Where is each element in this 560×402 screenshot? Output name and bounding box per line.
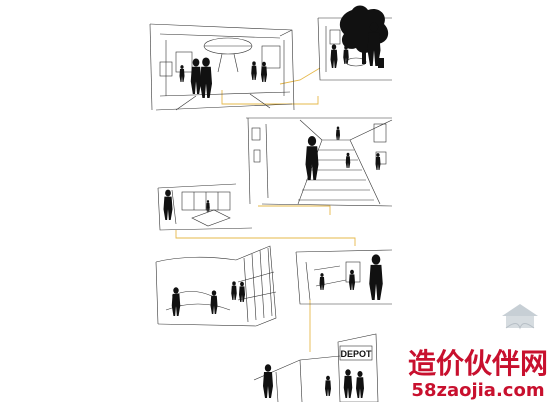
panel-gallery-wall — [295, 249, 393, 305]
panel-gallery-wall-figures — [319, 254, 383, 300]
watermark-logo-icon — [502, 304, 538, 330]
connector-3 — [175, 230, 356, 246]
panel-gallery-hall-figures — [179, 57, 267, 98]
panel-display-room — [157, 183, 253, 231]
watermark-site: 58zaojia.com — [411, 380, 544, 401]
panel-tree-room-figures — [330, 5, 389, 68]
connector-lines — [175, 67, 356, 352]
panel-stair-corridor — [246, 117, 393, 207]
connector-1 — [221, 90, 319, 105]
panel-glass-facade — [155, 245, 277, 327]
depot-sign-text: DEPOT — [340, 349, 372, 359]
panel-display-room-figures — [163, 189, 210, 220]
panel-stair-corridor-figures — [305, 126, 381, 180]
connector-1b — [279, 67, 321, 85]
depot-sign: DEPOT — [339, 345, 373, 361]
watermark-chinese: 造价伙伴网 — [408, 347, 548, 380]
panel-glass-facade-figures — [171, 281, 245, 316]
connector-2 — [258, 205, 331, 215]
